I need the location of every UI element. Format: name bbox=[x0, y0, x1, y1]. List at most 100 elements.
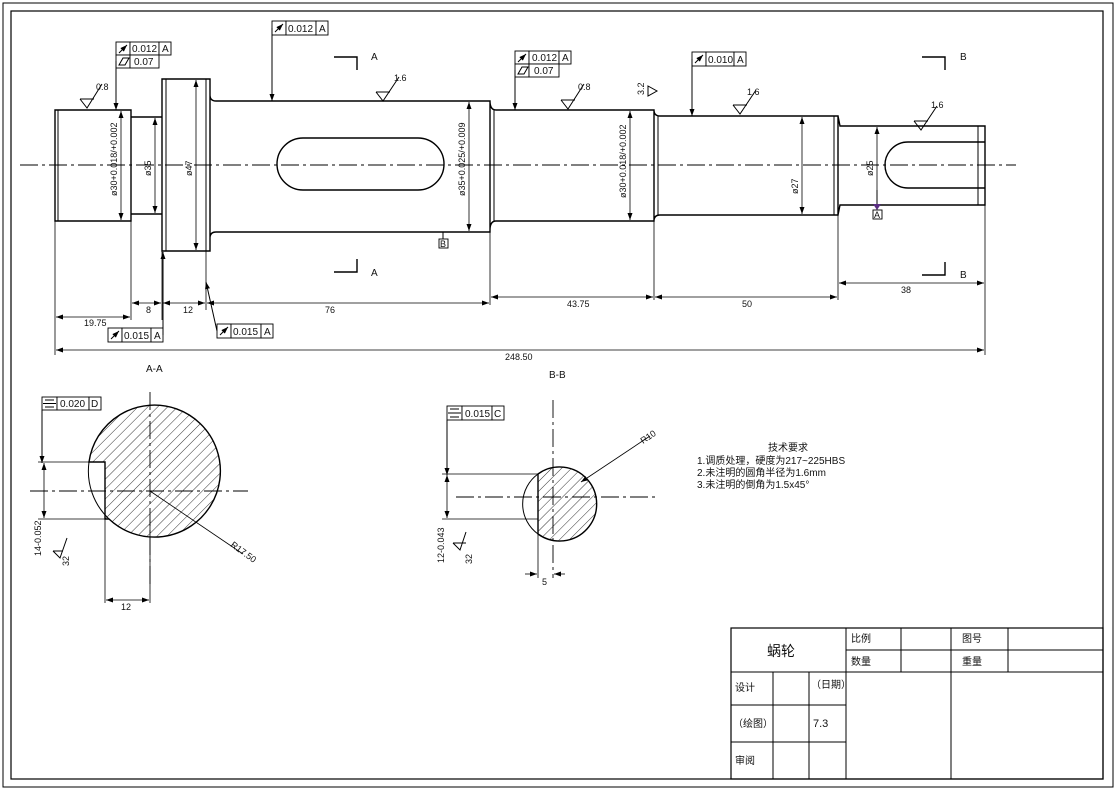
dim-d30-right: ø30+0.018/+0.002 bbox=[618, 124, 628, 198]
dim-len-50: 50 bbox=[742, 299, 752, 309]
date-value: 7.3 bbox=[813, 718, 828, 730]
tolerance-value: 0.012 bbox=[288, 24, 313, 35]
section-marker bbox=[922, 56, 946, 70]
keyway-slot bbox=[276, 137, 445, 191]
roughness-symbol bbox=[375, 76, 400, 102]
tolerance-value: 0.012 bbox=[532, 53, 557, 64]
datum-label: A bbox=[874, 210, 880, 220]
shaft-main-view bbox=[20, 78, 1016, 252]
weight-label: 重量 bbox=[962, 655, 982, 668]
drawn-label: （绘图） bbox=[733, 717, 773, 730]
technical-requirements: 技术要求 1.调质处理，硬度为217~225HBS 2.未注明的圆角半径为1.6… bbox=[697, 441, 845, 491]
datum-ref: A bbox=[154, 331, 161, 342]
tolerance-value: 0.07 bbox=[534, 66, 554, 77]
tech-req-heading: 技术要求 bbox=[768, 441, 808, 454]
roughness-value: 32 bbox=[61, 556, 71, 566]
section-a-a: A-A 0.020 D 14-0.052 32 12 R17.50 bbox=[30, 364, 258, 612]
dim-d35: ø35 bbox=[143, 160, 153, 176]
quantity-label: 数量 bbox=[851, 655, 871, 668]
section-title-aa: A-A bbox=[146, 364, 163, 375]
tech-req-item: 1.调质处理，硬度为217~225HBS bbox=[697, 454, 845, 467]
datum-features: B A bbox=[438, 190, 883, 249]
dim-len-12: 12 bbox=[183, 305, 193, 315]
roughness-symbol bbox=[79, 83, 103, 109]
diameter-dimensions: ø30+0.018/+0.002 ø35 ø47 ø35+0.025/+0.00… bbox=[109, 80, 880, 250]
dim-sec-b-depth: 12-0.043 bbox=[436, 527, 446, 563]
tolerance-value: 0.015 bbox=[124, 331, 149, 342]
cylindricity-symbol-box bbox=[115, 54, 131, 69]
tolerance-value: 0.015 bbox=[233, 327, 258, 338]
roughness-value: 1.6 bbox=[931, 100, 944, 110]
roughness-value: 3.2 bbox=[636, 82, 646, 95]
part-name: 蜗轮 bbox=[767, 643, 795, 659]
section-label-b: B bbox=[960, 270, 967, 281]
dim-len-38: 38 bbox=[901, 285, 911, 295]
section-label-b: B bbox=[960, 52, 967, 63]
dim-len-total: 248.50 bbox=[505, 352, 533, 362]
section-marker bbox=[334, 56, 358, 70]
dim-sec-a-depth: 14-0.052 bbox=[33, 520, 43, 556]
section-label-a: A bbox=[371, 268, 378, 279]
dim-sec-b-width: 5 bbox=[542, 577, 547, 587]
roughness-symbol bbox=[732, 89, 757, 115]
datum-ref: A bbox=[264, 327, 271, 338]
roughness-symbols: 0.8 1.6 0.8 1.6 1.6 3.2 bbox=[79, 73, 944, 131]
roughness-value: 1.6 bbox=[394, 73, 407, 83]
scale-label: 比例 bbox=[851, 632, 871, 645]
tolerance-frames: 0.012 A 0.07 0.012 A 0.012 A 0.07 0.010 bbox=[107, 20, 747, 343]
section-label-a: A bbox=[371, 52, 378, 63]
section-title-bb: B-B bbox=[549, 370, 566, 381]
roughness-value: 1.6 bbox=[747, 87, 760, 97]
roughness-symbol bbox=[913, 105, 938, 131]
tech-req-item: 3.未注明的倒角为1.5x45° bbox=[697, 478, 809, 491]
dim-d27: ø27 bbox=[790, 178, 800, 194]
dim-len-1975: 19.75 bbox=[84, 318, 107, 328]
section-marker bbox=[922, 262, 946, 276]
designed-label: 设计 bbox=[735, 681, 755, 694]
datum-ref: A bbox=[162, 44, 169, 55]
dim-sec-b-radius: R10 bbox=[639, 428, 658, 446]
tech-req-item: 2.未注明的圆角半径为1.6mm bbox=[697, 466, 826, 479]
roughness-value: 0.8 bbox=[578, 82, 591, 92]
inner-border bbox=[10, 10, 1104, 780]
dim-d25: ø25 bbox=[865, 160, 875, 176]
length-dimensions: 19.75 8 12 76 43.75 50 38 248.50 bbox=[54, 205, 986, 362]
section-marker bbox=[334, 259, 358, 273]
dim-sec-a-width: 12 bbox=[121, 602, 131, 612]
dim-len-4375: 43.75 bbox=[567, 299, 590, 309]
section-b-outline bbox=[537, 466, 598, 542]
dim-d35-tol: ø35+0.025/+0.009 bbox=[457, 122, 467, 196]
dim-sec-a-radius: R17.50 bbox=[229, 540, 258, 565]
tolerance-value: 0.015 bbox=[465, 409, 490, 420]
dim-len-8: 8 bbox=[146, 305, 151, 315]
tolerance-value: 0.012 bbox=[132, 44, 157, 55]
checked-label: 审阅 bbox=[735, 754, 755, 767]
dim-len-76: 76 bbox=[325, 305, 335, 315]
datum-ref: A bbox=[737, 55, 744, 66]
cylindricity-symbol-box bbox=[514, 63, 530, 78]
datum-ref: A bbox=[319, 24, 326, 35]
datum-label: B bbox=[440, 239, 446, 249]
roughness-value: 0.8 bbox=[96, 82, 109, 92]
datum-ref: D bbox=[91, 399, 98, 410]
datum-ref: C bbox=[494, 409, 501, 420]
drawing-no-label: 图号 bbox=[962, 633, 982, 645]
datum-b-box bbox=[438, 238, 449, 249]
roughness-symbol bbox=[647, 85, 659, 97]
roughness-symbol bbox=[560, 83, 585, 110]
dim-d47: ø47 bbox=[184, 160, 194, 176]
roughness-value: 32 bbox=[464, 554, 474, 564]
date-label: （日期） bbox=[811, 679, 851, 691]
dim-d30-left: ø30+0.018/+0.002 bbox=[109, 122, 119, 196]
tolerance-value: 0.07 bbox=[134, 57, 154, 68]
section-a-outline bbox=[88, 404, 222, 538]
title-block: 蜗轮 比例 图号 数量 重量 设计 （日期） （绘图） 7.3 审阅 bbox=[730, 627, 1104, 780]
section-b-hatched-area bbox=[538, 467, 597, 541]
tolerance-value: 0.010 bbox=[708, 55, 733, 66]
end-keyway-slot bbox=[884, 141, 985, 189]
tolerance-value: 0.020 bbox=[60, 399, 85, 410]
section-markers: A A B B bbox=[334, 52, 967, 281]
datum-a-box bbox=[872, 209, 883, 220]
